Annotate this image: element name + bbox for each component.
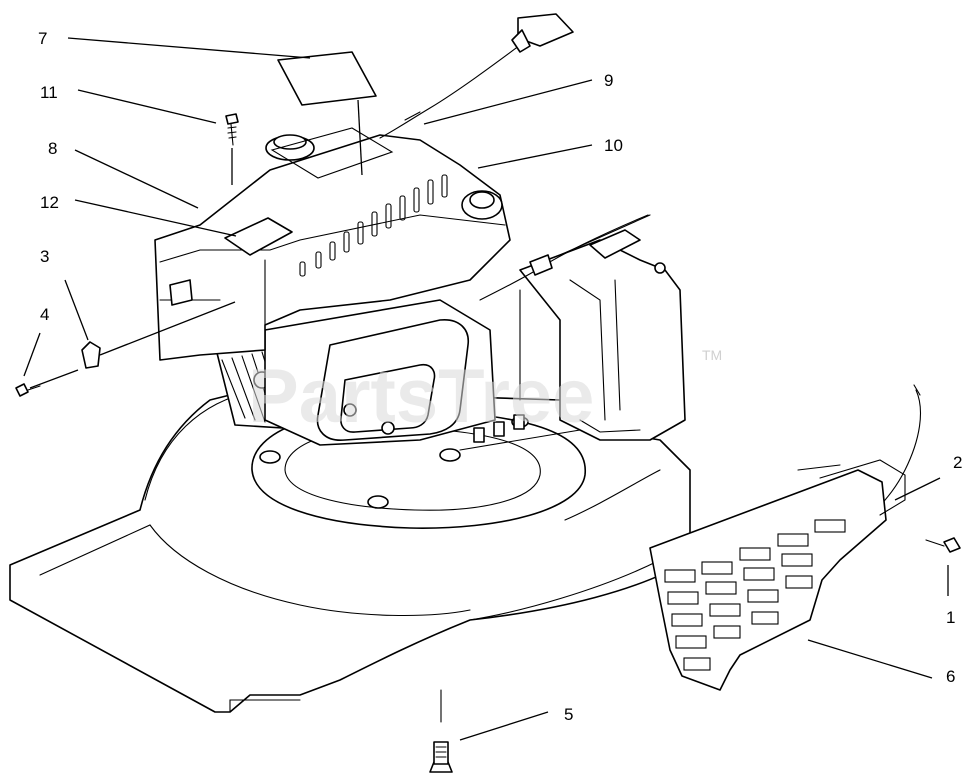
callout-3: 3 — [40, 247, 49, 266]
engine — [154, 134, 511, 446]
callout-1: 1 — [946, 608, 955, 627]
watermark: PartsTree — [248, 354, 594, 439]
watermark-trademark: TM — [702, 347, 722, 363]
decal-7 — [277, 51, 377, 106]
rear-frame — [519, 214, 686, 441]
bolt-5 — [429, 689, 453, 773]
deck-posts — [459, 414, 581, 451]
callout-8: 8 — [48, 139, 57, 158]
deck-cable — [479, 214, 649, 301]
clip-3 — [81, 341, 101, 369]
callout-10: 10 — [604, 136, 623, 155]
callout-6: 6 — [946, 667, 955, 686]
decal-12 — [224, 217, 293, 256]
callout-12: 12 — [40, 193, 59, 212]
callout-4: 4 — [40, 305, 49, 324]
control-cable — [379, 13, 574, 139]
callout-5: 5 — [564, 705, 573, 724]
leader-lines — [23, 37, 949, 741]
callouts: 7 11 8 12 3 4 9 10 2 1 6 5 — [38, 29, 962, 724]
screw-11 — [225, 113, 239, 146]
callout-2: 2 — [953, 453, 962, 472]
callout-11: 11 — [40, 83, 58, 102]
callout-7: 7 — [38, 29, 47, 48]
screw-4 — [15, 383, 41, 397]
callout-9: 9 — [604, 71, 613, 90]
screw-1 — [925, 537, 961, 553]
frame-6 — [649, 459, 906, 691]
